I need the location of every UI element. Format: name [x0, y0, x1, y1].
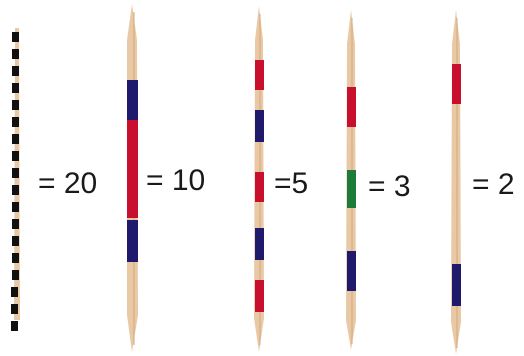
stick-5-band-blue-1: [255, 110, 264, 142]
stick-20-dash-band: [12, 168, 19, 178]
stick-20-dash-band: [12, 100, 19, 110]
stick-20-dash-band: [12, 151, 19, 161]
stick-2-value-label: = 2: [472, 168, 515, 201]
stick-20-dash-band: [12, 32, 19, 42]
stick-3-value-label: = 3: [368, 170, 411, 203]
stick-3-band-blue: [347, 251, 356, 291]
stick-20: [11, 28, 20, 331]
stick-20-dash-band: [12, 117, 19, 127]
stick-5-band-red-2: [255, 172, 264, 202]
stick-10-band-blue-1: [127, 80, 138, 120]
stick-2-band-red: [452, 64, 461, 104]
stick-5-band-red-3: [255, 280, 264, 312]
stick-20-dash-band: [11, 287, 18, 297]
stick-20-dash-band: [11, 321, 18, 331]
stick-20-dash-band: [12, 202, 19, 212]
stick-2-band-blue: [452, 264, 461, 306]
stick-10-band-blue-2: [127, 220, 138, 262]
stick-5-band-blue-2: [255, 228, 264, 260]
stick-20-dash-band: [12, 49, 19, 59]
stick-20-dash-band: [12, 253, 19, 263]
stick-20-dash-band: [12, 270, 19, 280]
stick-20-dash-band: [11, 304, 18, 314]
stick-10-band-red-1: [127, 120, 138, 160]
stick-20-dash-band: [12, 219, 19, 229]
stick-10: [127, 4, 138, 352]
stick-5-band-red-1: [255, 60, 264, 90]
stick-20-dashed-bands: [11, 32, 19, 331]
stick-3-band-green: [347, 170, 356, 208]
stick-2: [451, 10, 461, 354]
stick-20-dash-band: [12, 134, 19, 144]
stick-10-band-red-2: [127, 160, 138, 218]
stick-20-dash-band: [12, 185, 19, 195]
stick-20-dash-band: [12, 83, 19, 93]
stick-3-band-red: [347, 87, 356, 127]
stick-10-value-label: = 10: [146, 164, 206, 197]
stick-20-value-label: = 20: [38, 167, 98, 200]
stick-5: [254, 6, 264, 352]
stick-3: [346, 10, 356, 350]
stick-20-dash-band: [12, 236, 19, 246]
stick-5-value-label: =5: [274, 167, 309, 200]
stick-20-dash-band: [12, 66, 19, 76]
